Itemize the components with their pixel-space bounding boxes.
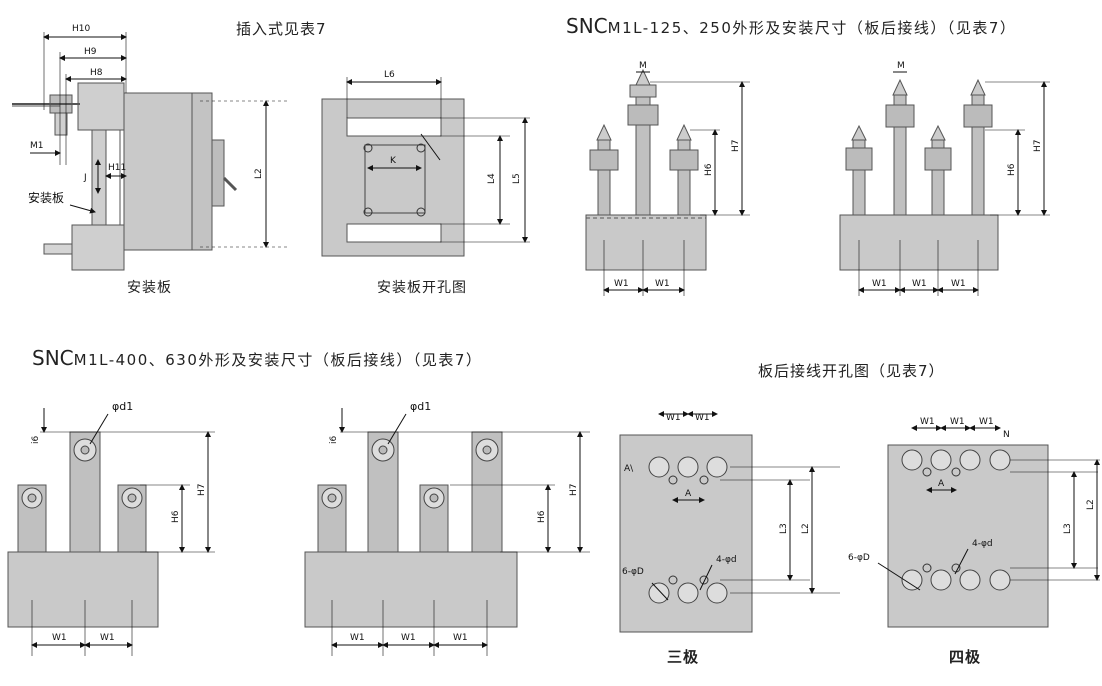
caption-mount-plate-cutout: 安装板开孔图 (377, 280, 467, 296)
dim-w1: W1 (453, 633, 468, 643)
dim-l3: L3 (779, 523, 789, 534)
dim-h8: H8 (90, 68, 103, 78)
dim-aj: A\ (624, 464, 634, 474)
dim-m: M (897, 61, 905, 71)
title-rear-large: SNCM1L-400、630外形及安装尺寸（板后接线）（见表7） (32, 346, 482, 370)
dim-w1: W1 (951, 279, 966, 289)
dim-phid1: φd1 (112, 400, 133, 413)
plugin-side-view: H10 H9 H8 M1 H11 J 安装板 L2 (12, 24, 290, 271)
dim-w1: W1 (655, 279, 670, 289)
dim-w1: W1 (666, 413, 681, 423)
title-cutout: 板后接线开孔图（见表7） (758, 362, 945, 380)
dim-i6: i6 (329, 435, 339, 444)
dim-w1: W1 (614, 279, 629, 289)
title-rear-small: SNCM1L-125、250外形及安装尺寸（板后接线）（见表7） (566, 14, 1016, 38)
rear-large-three-pole: φd1 i6 H6 H7 W1 W1 (7, 400, 215, 656)
dim-h11: H11 (108, 163, 126, 173)
dim-w1: W1 (912, 279, 927, 289)
dim-h7: H7 (1033, 140, 1043, 153)
caption-three-pole: 三极 (667, 648, 700, 666)
dim-l4: L4 (487, 173, 497, 184)
dim-w1: W1 (100, 633, 115, 643)
dim-l3: L3 (1063, 523, 1073, 534)
dim-m1: M1 (30, 141, 44, 151)
dim-m: M (639, 61, 647, 71)
dim-phid1: φd1 (410, 400, 431, 413)
dim-h6: H6 (171, 510, 181, 523)
label-mount-plate: 安装板 (28, 190, 64, 205)
dim-h6: H6 (537, 510, 547, 523)
dim-a: A (685, 489, 692, 499)
dim-l2: L2 (254, 168, 264, 179)
title-rear-small-text: M1L-125、250外形及安装尺寸（板后接线）（见表7） (607, 19, 1017, 37)
dim-w1: W1 (401, 633, 416, 643)
caption-mount-plate: 安装板 (127, 280, 172, 296)
rear-small-three-pole: W1 W1 M H6 H7 (585, 61, 750, 296)
dim-w1: W1 (979, 417, 994, 427)
rear-small-four-pole: W1 W1 W1 M H6 H7 (839, 61, 1050, 296)
mount-plate-cutout: L6 K L4 L5 (321, 70, 530, 257)
dim-w1: W1 (695, 413, 710, 423)
dim-h6: H6 (1007, 163, 1017, 176)
cutout-four-pole: W1 W1 W1 N A L3 L2 6-φD 4-φd (848, 417, 1100, 628)
dim-l2: L2 (801, 523, 811, 534)
dim-h10: H10 (72, 24, 90, 34)
dim-w1: W1 (920, 417, 935, 427)
caption-four-pole: 四极 (949, 648, 982, 666)
dim-phid: 4-φd (972, 539, 993, 549)
rear-large-four-pole: φd1 i6 H6 H7 W1 W1 W1 (304, 400, 590, 656)
dim-i6: i6 (31, 435, 41, 444)
dim-h7: H7 (569, 484, 579, 497)
dim-phid: 4-φd (716, 555, 737, 565)
dim-j: J (83, 173, 87, 183)
dim-l6: L6 (384, 70, 395, 80)
dim-a: A (938, 479, 945, 489)
dim-l2: L2 (1086, 499, 1096, 510)
dim-h9: H9 (84, 47, 97, 57)
title-plugin: 插入式见表7 (236, 20, 327, 38)
dim-w1: W1 (872, 279, 887, 289)
dim-k: K (390, 156, 397, 166)
brand-snc: SNC (566, 14, 608, 38)
dim-h7: H7 (197, 484, 207, 497)
dim-phiD: 6-φD (622, 567, 644, 577)
dim-w1: W1 (950, 417, 965, 427)
cutout-three-pole: W1 W1 A A\ L3 L2 6-φD 4-φd (619, 411, 840, 633)
dim-n: N (1003, 430, 1010, 440)
dim-w1: W1 (52, 633, 67, 643)
dim-phiD: 6-φD (848, 553, 870, 563)
title-rear-large-text: M1L-400、630外形及安装尺寸（板后接线）（见表7） (73, 351, 483, 369)
dim-w1: W1 (350, 633, 365, 643)
dim-h7: H7 (731, 140, 741, 153)
dim-l5: L5 (512, 173, 522, 184)
brand-snc: SNC (32, 346, 74, 370)
dim-h6: H6 (704, 163, 714, 176)
